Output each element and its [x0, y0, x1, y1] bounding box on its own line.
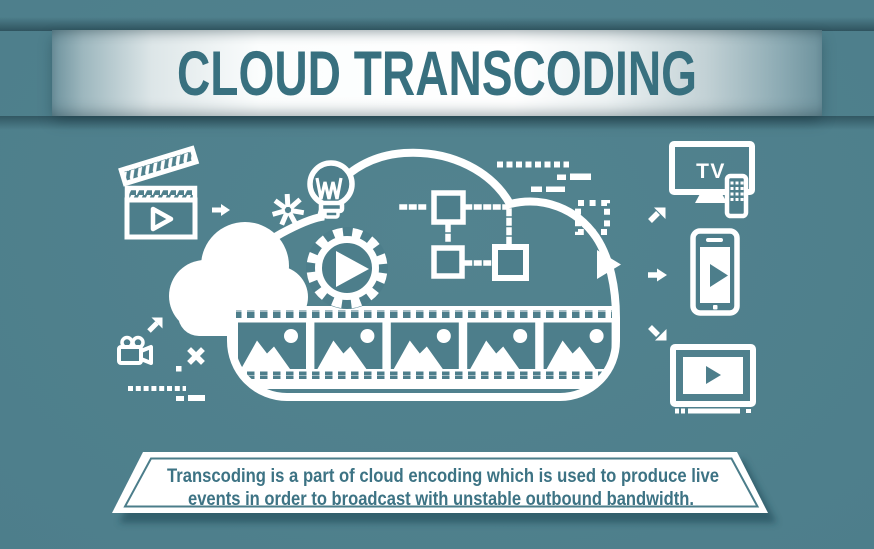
- footer-text-line1: Transcoding is a part of cloud encoding …: [167, 465, 719, 487]
- header-ribbon: [52, 30, 822, 116]
- arrow-right-icon-2: [648, 268, 667, 282]
- footer-banner-inner-border: [123, 457, 760, 508]
- tv-icon: TV: [669, 141, 755, 219]
- footer-banner: Transcoding is a part of cloud encoding …: [112, 452, 777, 523]
- filmstrip-icon: [231, 306, 616, 389]
- cross-icon: [187, 347, 205, 365]
- clapperboard-icon: [118, 145, 200, 240]
- dotted-square-icon: [575, 200, 610, 235]
- footer-banner-plate: [112, 452, 768, 513]
- top-shadow-band: [0, 17, 874, 31]
- sparkle-icon: [271, 193, 305, 226]
- play-triangle-icon: [597, 250, 621, 279]
- dash-marks-icon: [531, 173, 591, 192]
- node-network-icon: [399, 190, 529, 281]
- dash-marks-2-icon: [176, 395, 205, 401]
- arrow-up-right-icon: [147, 317, 163, 333]
- tv-label: TV: [696, 160, 726, 183]
- remote-control-icon: [724, 173, 749, 219]
- lightbulb-icon: [307, 160, 355, 219]
- page-title: CLOUD TRANSCODING: [177, 39, 697, 109]
- monitor-icon: [670, 344, 756, 414]
- video-camera-icon: [117, 335, 153, 365]
- smartphone-icon: [690, 228, 740, 316]
- arrow-down-right-icon: [648, 325, 667, 341]
- arrow-up-right-icon-2: [648, 207, 666, 223]
- dot-square-icon: [176, 366, 182, 372]
- footer-text-line2: events in order to broadcast with unstab…: [188, 488, 694, 510]
- under-ribbon-shadow-band: [0, 116, 874, 130]
- gear-play-icon: [306, 227, 388, 309]
- arrow-right-icon: [212, 204, 230, 216]
